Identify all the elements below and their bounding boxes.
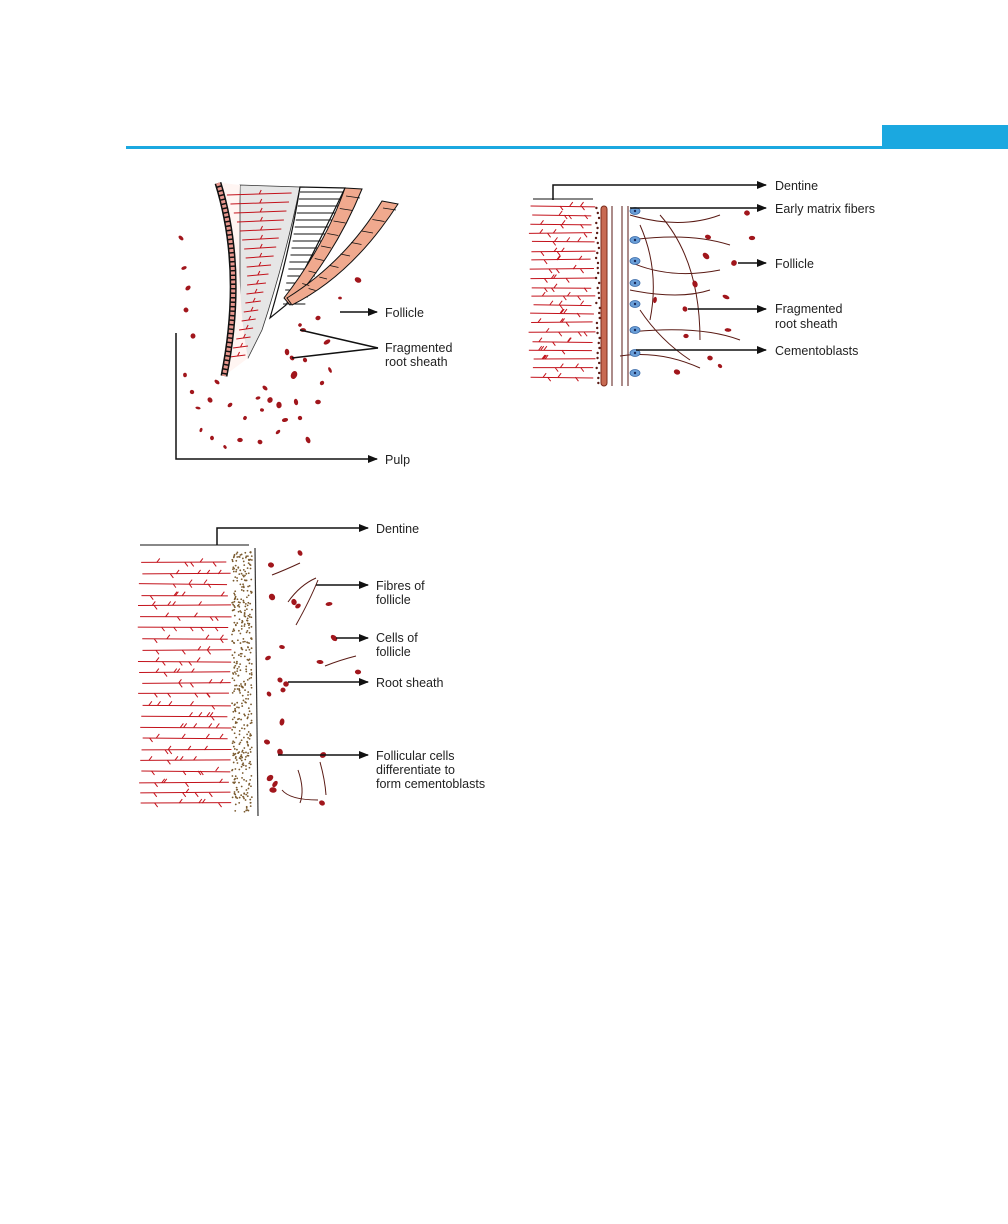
label-follicle: Follicle <box>775 257 814 271</box>
label-follicular-2: differentiate to <box>376 763 455 777</box>
predentine-granules <box>231 551 253 813</box>
follicle-cells <box>178 235 362 449</box>
dentine-leader <box>552 181 767 200</box>
root-surface <box>600 205 608 387</box>
label-fibres-1: Fibres of <box>376 579 425 593</box>
label-cells-2: follicle <box>376 645 411 659</box>
label-follicle: Follicle <box>385 306 424 320</box>
dentine-tubules <box>137 558 232 808</box>
predentine-granules <box>594 206 602 385</box>
label-root-sheath: Root sheath <box>376 676 443 690</box>
label-cementoblasts: Cementoblasts <box>775 344 858 358</box>
cementoblast-cells <box>629 207 641 377</box>
enamel-band-outer <box>286 200 399 306</box>
follicle-fibres <box>271 562 357 804</box>
label-fragmented-2: root sheath <box>775 317 838 331</box>
label-pulp: Pulp <box>385 453 410 467</box>
label-cells-1: Cells of <box>376 631 418 645</box>
matrix-fibers <box>619 214 741 369</box>
label-early-matrix: Early matrix fibers <box>775 202 875 216</box>
root-sheath-leader-2 <box>291 347 379 359</box>
label-fragmented-1: Fragmented <box>775 302 842 316</box>
label-follicular-3: form cementoblasts <box>376 777 485 791</box>
follicle-cells <box>263 550 362 806</box>
root-surface-line <box>254 547 259 817</box>
label-follicular-1: Follicular cells <box>376 749 455 763</box>
dentine-leader <box>216 524 369 545</box>
header-tab <box>882 125 1008 149</box>
label-dentine: Dentine <box>775 179 818 193</box>
pulp-leader <box>175 333 378 463</box>
label-fragmented-2: root sheath <box>385 355 448 369</box>
header-rule <box>126 146 1008 149</box>
root-sheath-leader-1 <box>299 329 379 349</box>
follicle-cells <box>653 210 756 375</box>
label-fibres-2: follicle <box>376 593 411 607</box>
label-fragmented-1: Fragmented <box>385 341 452 355</box>
label-dentine: Dentine <box>376 522 419 536</box>
dentine-tubules <box>528 201 596 382</box>
dentine-tubules <box>226 189 292 358</box>
